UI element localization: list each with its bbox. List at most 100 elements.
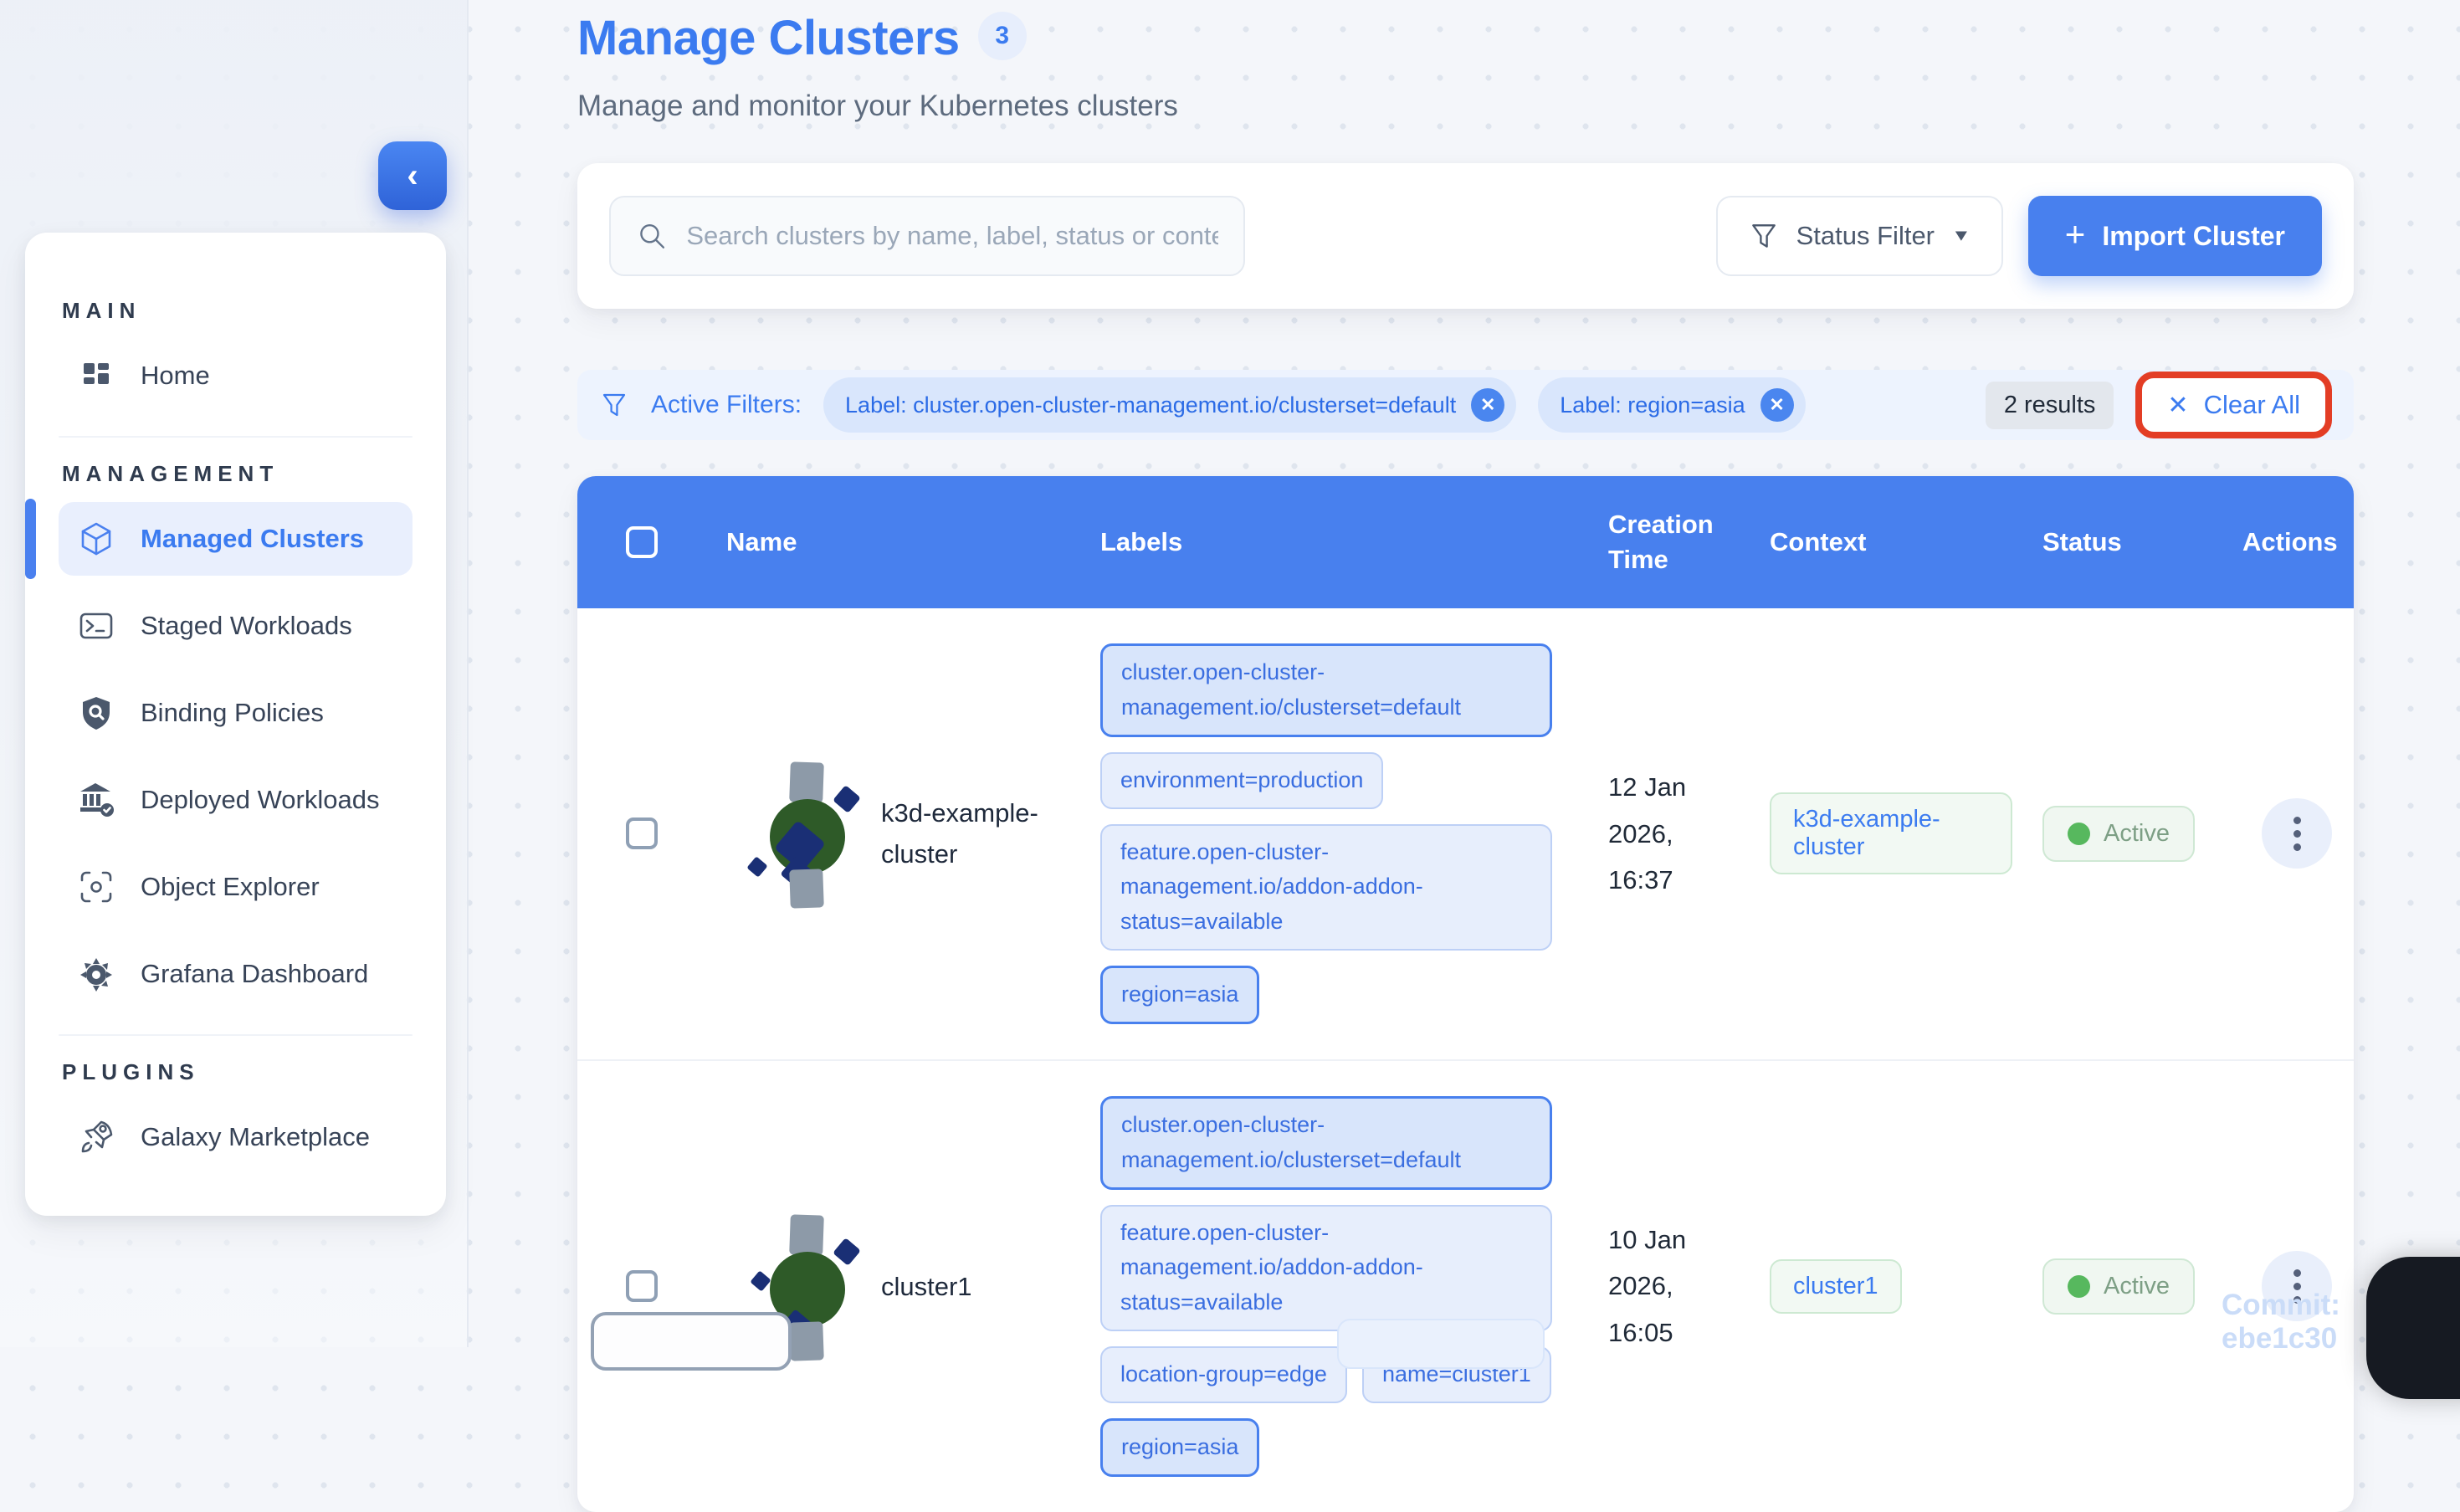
bank-check-icon [80,783,114,817]
search-input[interactable] [686,221,1218,251]
sidebar-section-plugins: PLUGINS [62,1059,200,1084]
sidebar-item-label: Managed Clusters [141,524,365,553]
context-chip: cluster1 [1770,1258,1902,1314]
status-filter-button[interactable]: Status Filter ▼ [1715,196,2003,276]
table-row: k3d-example-cluster cluster.open-cluster… [577,608,2354,1059]
row-actions-button[interactable] [2262,798,2332,869]
cluster-name: k3d-example-cluster [881,797,1038,869]
funnel-icon [602,393,626,417]
row-checkbox[interactable] [626,818,658,850]
column-header-labels: Labels [1100,527,1183,557]
chevron-down-icon: ▼ [1951,226,1971,245]
scan-focus-icon [80,871,112,903]
import-cluster-button[interactable]: + Import Cluster [2027,196,2322,276]
import-cluster-label: Import Cluster [2102,220,2285,251]
clear-all-x-icon: ✕ [2167,391,2189,419]
sidebar-item-deployed-workloads[interactable]: Deployed Workloads [59,763,413,837]
table-row: cluster1 cluster.open-cluster-management… [577,1058,2354,1512]
sidebar: MAIN Home MANAGEMENT Managed Clusters [25,233,446,1216]
remove-filter-icon[interactable]: ✕ [1471,388,1505,422]
table-header-row: Name Labels Creation Time Context Status… [577,476,2354,608]
label-chip: location-group=edge [1100,1346,1347,1403]
sidebar-divider [59,1034,413,1036]
cube-icon [81,522,111,556]
sidebar-item-label: Object Explorer [141,872,320,901]
sidebar-item-home[interactable]: Home [59,339,413,413]
kebab-dot [2293,829,2301,838]
status-text: Active [2104,819,2170,847]
floating-corner-widget[interactable] [2366,1257,2460,1399]
sidebar-item-label: Deployed Workloads [141,785,380,814]
toolbar: Status Filter ▼ + Import Cluster [577,163,2354,309]
results-count: 2 results [1985,381,2114,429]
label-chip: environment=production [1100,751,1384,809]
search-box[interactable] [609,196,1245,276]
sidebar-item-label: Galaxy Marketplace [141,1122,370,1151]
row-checkbox[interactable] [626,1270,658,1303]
status-text: Active [2104,1272,2170,1299]
status-dot-icon [2068,1274,2090,1298]
column-header-name: Name [726,527,797,557]
left-rail: ‹ MAIN Home MANAGEMENT Managed Clusters [0,0,469,1347]
main-content: Manage Clusters 3 Manage and monitor you… [577,0,2354,1512]
status-badge: Active [2042,1258,2195,1315]
clear-all-label: Clear All [2203,390,2300,419]
row-actions-button[interactable] [2262,1251,2332,1322]
sidebar-divider [59,436,413,438]
label-chip: feature.open-cluster-management.io/addon… [1100,1204,1552,1332]
sidebar-item-grafana-dashboard[interactable]: Grafana Dashboard [59,937,413,1011]
plus-icon: + [2064,214,2086,254]
sidebar-item-galaxy-marketplace[interactable]: Galaxy Marketplace [59,1100,413,1174]
remove-filter-icon[interactable]: ✕ [1760,388,1794,422]
sidebar-section-management: MANAGEMENT [62,461,279,486]
sidebar-item-label: Home [141,361,210,390]
cluster-logo [746,761,861,910]
cluster-name: cluster1 [881,1271,972,1301]
column-header-actions: Actions [2242,527,2338,557]
sidebar-section-main: MAIN [62,298,141,323]
kebab-dot [2293,1282,2301,1290]
home-grid-icon [84,363,109,384]
column-header-context: Context [1770,527,1867,557]
terminal-icon [79,612,113,639]
filter-chip-text: Label: region=asia [1560,392,1745,418]
sidebar-collapse-button[interactable]: ‹ [378,141,447,210]
funnel-icon [1751,224,1776,248]
kebab-dot [2293,843,2301,851]
kebab-dot [2293,816,2301,824]
label-chip: cluster.open-cluster-management.io/clust… [1100,643,1552,737]
filter-chip-clusterset: Label: cluster.open-cluster-management.i… [823,377,1517,433]
select-all-checkbox[interactable] [626,526,658,558]
label-chip: region=asia [1100,1417,1260,1477]
sidebar-item-binding-policies[interactable]: Binding Policies [59,676,413,750]
sidebar-item-staged-workloads[interactable]: Staged Workloads [59,589,413,663]
sidebar-item-label: Binding Policies [141,698,324,727]
filter-chip-region: Label: region=asia ✕ [1538,377,1806,433]
sidebar-item-object-explorer[interactable]: Object Explorer [59,850,413,924]
pagination-button-partial-right[interactable] [1337,1319,1545,1369]
active-filters-bar: Active Filters: Label: cluster.open-clus… [577,370,2354,440]
creation-time: 12 Jan 2026, 16:37 [1608,771,1687,895]
rocket-icon [81,1120,113,1153]
status-filter-label: Status Filter [1796,221,1935,250]
page-subtitle: Manage and monitor your Kubernetes clust… [577,90,1178,122]
creation-time: 10 Jan 2026, 16:05 [1608,1224,1687,1348]
active-filters-label: Active Filters: [651,391,802,418]
filter-chip-text: Label: cluster.open-cluster-management.i… [845,392,1457,418]
shield-search-icon [83,697,110,730]
kebab-dot [2293,1269,2301,1277]
column-header-creation-time: Creation Time [1608,510,1714,574]
page-title: Manage Clusters [577,11,960,65]
label-chip: cluster.open-cluster-management.io/clust… [1100,1095,1552,1190]
labels-cell: cluster.open-cluster-management.io/clust… [1079,643,1581,1024]
label-chip: region=asia [1100,966,1260,1024]
clear-all-button[interactable]: ✕ Clear All [2135,372,2332,438]
kebab-dot [2293,1295,2301,1304]
chevron-left-icon: ‹ [407,156,418,194]
label-chip: feature.open-cluster-management.io/addon… [1100,823,1552,951]
status-dot-icon [2068,822,2090,845]
context-chip: k3d-example-cluster [1770,792,2012,875]
pagination-button-partial-left[interactable] [591,1312,792,1371]
sidebar-item-label: Grafana Dashboard [141,959,369,988]
sidebar-item-managed-clusters[interactable]: Managed Clusters [25,499,413,579]
